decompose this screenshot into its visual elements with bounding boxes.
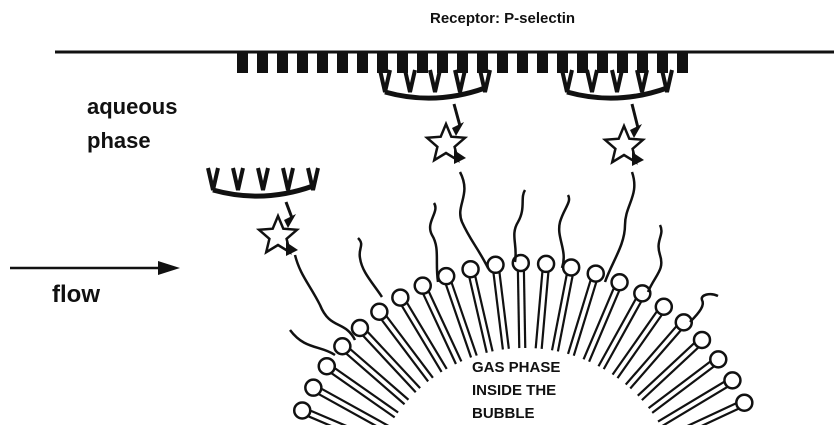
receptor-tooth [517,52,528,73]
receptor-tooth [617,52,628,73]
lipid-head [319,358,335,374]
antibody-fork [380,70,490,98]
receptor-tooth [677,52,688,73]
receptor-tooth [337,52,348,73]
tether-bound-ligand-1 [460,172,488,268]
receptor-tooth [457,52,468,73]
lipid-molecule [488,257,509,350]
receptor-tooth [657,52,668,73]
tether-free [430,203,438,282]
lipid-head [392,290,408,306]
receptor-tooth [297,52,308,73]
lipid-head [294,402,310,418]
receptor-tooth [497,52,508,73]
lipid-molecule [536,256,554,349]
receptor-tooth [417,52,428,73]
lipid-molecule [463,261,493,352]
lipid-molecule [305,380,389,425]
flow-arrow [10,261,180,275]
receptor-tooth [597,52,608,73]
tether-free-ligand [295,255,355,340]
lipid-head [352,320,368,336]
tether-free [358,238,382,297]
tether-free [648,225,661,292]
lipid-molecule [584,274,628,361]
tether-free [514,190,525,262]
lipid-head [538,256,554,272]
receptor-label: Receptor: P-selectin [430,10,575,27]
ligand-bound-2 [562,70,672,166]
tether-bound-ligand-2 [605,172,634,282]
lipid-head [736,395,752,411]
lipid-head [694,332,710,348]
lipid-head [305,380,321,396]
receptor-surface [55,52,834,73]
lipid-head [710,351,726,367]
receptor-tooth [357,52,368,73]
lipid-head [676,314,692,330]
tether-free [690,294,718,322]
ligand-bound-1 [380,70,490,164]
lipid-molecule [552,259,579,351]
receptor-tooth [317,52,328,73]
lipid-head [463,261,479,277]
lipid-head [634,285,650,301]
ligand-complexes [208,70,672,256]
inside-the-label: INSIDE THE [472,382,556,399]
lipid-monolayer [294,255,752,425]
phase-label: phase [87,128,151,153]
bubble-label: BUBBLE [472,405,535,422]
receptor-tooth [577,52,588,73]
lipid-head [415,278,431,294]
lipid-head [438,268,454,284]
lipid-head [656,299,672,315]
antibody-fork [562,70,672,98]
receptor-tooth [237,52,248,73]
flow-label: flow [52,281,100,308]
gas-phase-label: GAS PHASE [472,359,560,376]
receptor-tooth [257,52,268,73]
receptor-tooth [477,52,488,73]
lipid-molecule [513,255,529,348]
tether-free [290,330,335,355]
receptor-tooth [277,52,288,73]
receptor-tooth [537,52,548,73]
lipid-head [371,304,387,320]
lipid-head [563,259,579,275]
lipid-head [588,266,604,282]
lipid-head [488,257,504,273]
lipid-head [724,372,740,388]
receptor-tooth [377,52,388,73]
receptor-tooth [557,52,568,73]
ligand-free [208,168,318,256]
lipid-head [334,338,350,354]
antibody-fork [208,168,318,196]
tether-free [559,195,569,268]
lipid-head [612,274,628,290]
aqueous-label: aqueous [87,94,177,119]
